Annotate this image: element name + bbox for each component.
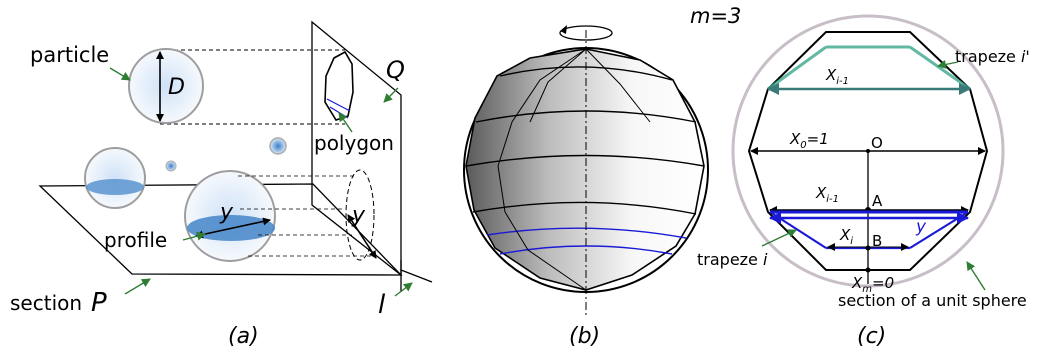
section-label: section (10, 291, 82, 315)
polygon-blue-chord (326, 98, 351, 112)
caption-a: (a) (228, 324, 259, 349)
b-label: B (872, 232, 882, 250)
m-label: m=3 (690, 4, 741, 28)
particle-sphere (128, 48, 204, 124)
meridian (529, 48, 587, 123)
profile-y-arrow (195, 217, 271, 239)
section-pointer (124, 278, 151, 295)
meridian (585, 48, 651, 123)
l-label: l (378, 290, 386, 320)
point-o (866, 149, 870, 153)
o-label: O (871, 134, 883, 152)
p-label: P (91, 288, 107, 318)
q-label: Q (386, 56, 405, 84)
band-line (472, 201, 697, 215)
x0-label: X0=1 (789, 130, 829, 151)
small-particle (269, 137, 287, 155)
trapeze-ip-label: trapeze i' (955, 47, 1030, 66)
small-particle (165, 160, 177, 172)
y-inner-label: y (219, 200, 234, 225)
polygon-pointer (338, 112, 353, 133)
a-label: A (872, 192, 883, 210)
trapeze-i-label: trapeze i (697, 250, 768, 269)
unit-sphere-label: section of a unit sphere (838, 291, 1027, 310)
caption-c: (c) (857, 324, 886, 349)
rotation-arrow (559, 25, 613, 41)
unit-sphere-pointer (966, 261, 986, 291)
particle-label: particle (30, 43, 109, 67)
point-xm (865, 267, 871, 273)
panel-b: (b) (463, 25, 709, 349)
cut-particle-profile (86, 179, 144, 195)
profile-pointer (182, 231, 206, 241)
panel-c: m=3 Xi-1 trapeze i' X0=1 (690, 4, 1030, 349)
x-mid-label: Xi-1 (815, 184, 839, 205)
xm-label: Xm=0 (851, 274, 894, 295)
band-line (465, 154, 705, 167)
trapeze-bottom-side (909, 211, 969, 249)
meridian (497, 48, 587, 291)
trapeze-top-side (767, 45, 827, 91)
point-b (865, 245, 871, 251)
l-pointer (394, 282, 413, 297)
x-top-label: Xi-1 (825, 66, 849, 87)
y-arrow-outer (347, 214, 377, 259)
d-label: D (168, 75, 185, 100)
xi-label: Xi (839, 226, 853, 247)
particle-pointer (109, 67, 131, 81)
panel-a: particle D Q polygon y y profile section… (10, 20, 433, 349)
q-pointer (383, 87, 399, 103)
caption-b: (b) (569, 324, 600, 349)
rotation-arrowhead (560, 25, 567, 34)
unit-circle (731, 14, 1005, 288)
y-label: y (915, 217, 927, 237)
y-outer-label: y (351, 203, 366, 228)
projected-polygon (324, 50, 354, 121)
trapeze-ip-pointer (937, 60, 959, 69)
trapeze-i-pointer (761, 229, 797, 247)
cut-particle (84, 147, 146, 209)
section-polygon (747, 31, 989, 271)
trapeze-bottom-side (769, 211, 827, 249)
profile-label: profile (104, 228, 167, 252)
line-l (400, 269, 433, 283)
polygon-label: polygon (314, 131, 394, 155)
